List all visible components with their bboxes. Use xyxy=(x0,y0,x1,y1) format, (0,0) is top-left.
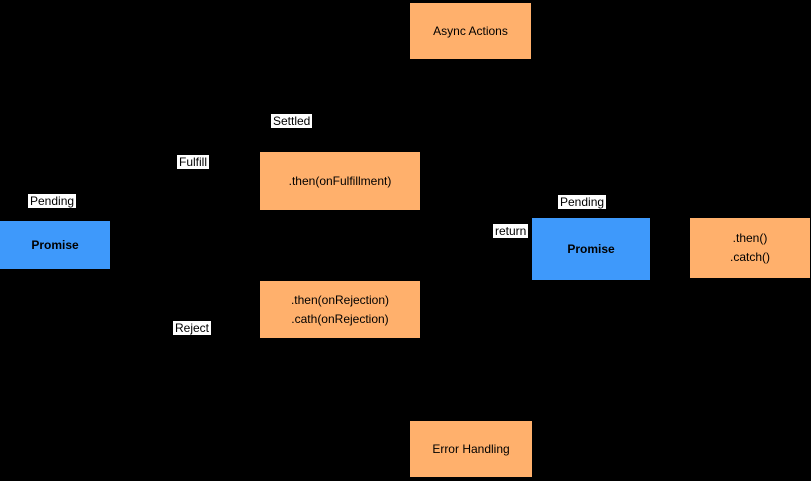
node-then-onfulfillment: .then(onFulfillment) xyxy=(260,152,420,210)
node-then-onrejection: .then(onRejection) .cath(onRejection) xyxy=(260,281,420,338)
node-error-handling: Error Handling xyxy=(410,421,532,477)
node-promise-right: Promise xyxy=(532,218,650,280)
node-promise-left-label: Promise xyxy=(31,237,79,252)
node-then-catch-line1: .then() xyxy=(732,231,768,245)
edge-label-fulfill: Fulfill xyxy=(177,155,210,169)
node-error-handling-label: Error Handling xyxy=(432,441,510,456)
edge-label-pending-right: Pending xyxy=(558,195,607,209)
node-then-onrejection-line1: .then(onRejection) xyxy=(290,292,390,307)
node-then-onfulfillment-label: .then(onFulfillment) xyxy=(288,173,392,188)
edge-label-return: return xyxy=(493,224,529,238)
node-async-actions-label: Async Actions xyxy=(433,23,508,38)
edge-label-pending-left: Pending xyxy=(28,194,77,208)
node-then-catch-line2: .catch() xyxy=(729,250,770,264)
node-promise-right-label: Promise xyxy=(567,241,615,256)
edge-label-settled: Settled xyxy=(271,114,313,128)
edge-label-reject: Reject xyxy=(173,321,212,335)
node-promise-left: Promise xyxy=(0,221,110,269)
node-then-catch: .then() .catch() xyxy=(690,218,810,278)
node-async-actions: Async Actions xyxy=(410,3,531,59)
node-then-onrejection-line2: .cath(onRejection) xyxy=(291,311,389,326)
